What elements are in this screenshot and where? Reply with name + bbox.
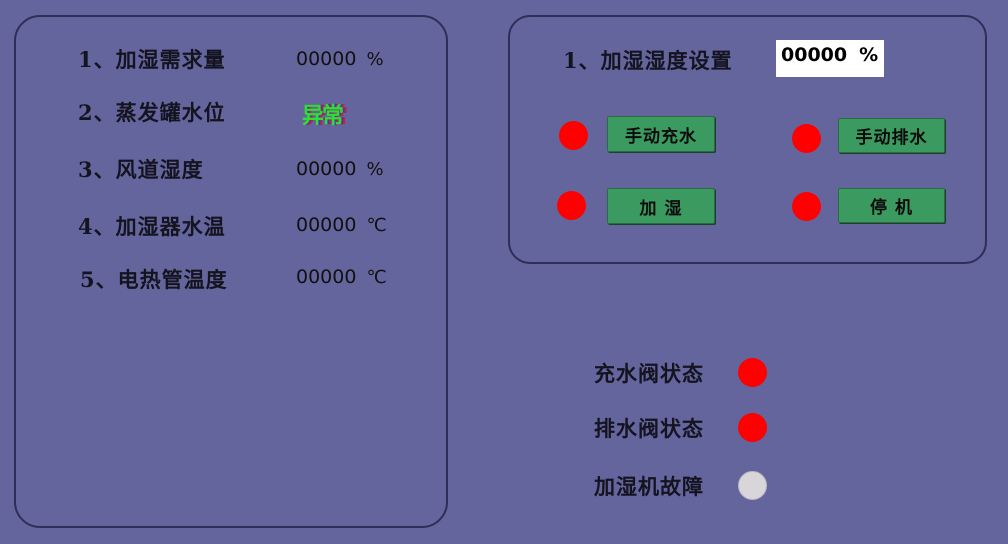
heater-temp-number: 00000 [296,266,357,288]
water-temp-unit: ℃ [366,215,387,236]
manual-fill-indicator [559,121,588,150]
water-temp-value: 00000 ℃ [296,214,387,236]
duct-humidity-label: 3、风道湿度 [78,157,204,182]
demand-value: 00000% [296,48,384,70]
demand-unit: % [366,49,384,70]
tank-level-alarm: 异常 [302,103,344,129]
water-temp-number: 00000 [296,214,357,236]
duct-humidity-unit: % [366,159,384,180]
fill-valve-status-label: 充水阀状态 [594,361,704,386]
humidifier-fault-label: 加湿机故障 [594,474,704,499]
manual-drain-indicator [792,124,821,153]
demand-label: 1、加湿需求量 [78,47,226,72]
stop-indicator [792,192,821,221]
heater-temp-label: 5、电热管温度 [80,267,228,292]
duct-humidity-value: 00000% [296,158,384,180]
humidity-setting-label: 1、加湿湿度设置 [563,48,733,73]
heater-temp-value: 00000 ℃ [296,266,387,288]
duct-humidity-number: 00000 [296,158,357,180]
water-temp-label: 4、加湿器水温 [78,214,226,239]
humidify-button[interactable]: 加 湿 [607,188,715,224]
manual-drain-button[interactable]: 手动排水 [838,118,945,153]
heater-temp-unit: ℃ [366,267,387,288]
setting-number: 00000 [781,44,848,66]
humidify-indicator [557,191,586,220]
manual-fill-button[interactable]: 手动充水 [607,116,715,152]
demand-number: 00000 [296,48,357,70]
tank-level-label: 2、蒸发罐水位 [78,100,226,125]
humidifier-fault-lamp [738,471,767,500]
fill-valve-status-lamp [738,358,767,387]
setting-unit: % [859,44,879,66]
drain-valve-status-label: 排水阀状态 [594,416,704,441]
humidity-setting-input[interactable]: 00000% [776,40,884,77]
stop-button[interactable]: 停 机 [838,188,945,223]
drain-valve-status-lamp [738,413,767,442]
monitor-panel [14,15,448,528]
